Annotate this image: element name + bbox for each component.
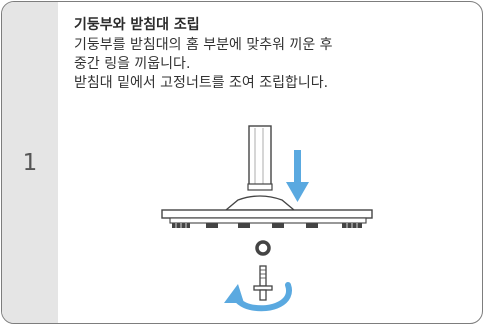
step-description: 기둥부를 받침대의 홈 부분에 맞추워 끼운 후 중간 링을 끼웁니다. 받침대… — [74, 36, 472, 93]
assembly-step-card: 1 기둥부와 받침대 조립 기둥부를 받침대의 홈 부분에 맞추워 끼운 후 중… — [1, 1, 483, 324]
rotate-arrow-icon — [224, 282, 292, 312]
description-line: 기둥부를 받침대의 홈 부분에 맞추워 끼운 후 — [74, 37, 333, 53]
pole-icon — [247, 125, 273, 191]
base-icon — [161, 195, 373, 228]
step-instructions: 기둥부와 받침대 조립 기둥부를 받침대의 홈 부분에 맞추워 끼운 후 중간 … — [74, 16, 472, 93]
ring-icon — [255, 240, 271, 256]
down-arrow-icon — [286, 150, 309, 202]
description-line: 받침대 밑에서 고정너트를 조여 조립합니다. — [74, 75, 329, 91]
assembly-illustration — [161, 125, 373, 312]
step-title: 기둥부와 받침대 조립 — [74, 17, 200, 33]
step-number-column: 1 — [2, 2, 58, 323]
bolt-icon — [253, 265, 273, 301]
description-line: 중간 링을 끼웁니다. — [74, 56, 191, 72]
step-number: 1 — [22, 150, 38, 176]
